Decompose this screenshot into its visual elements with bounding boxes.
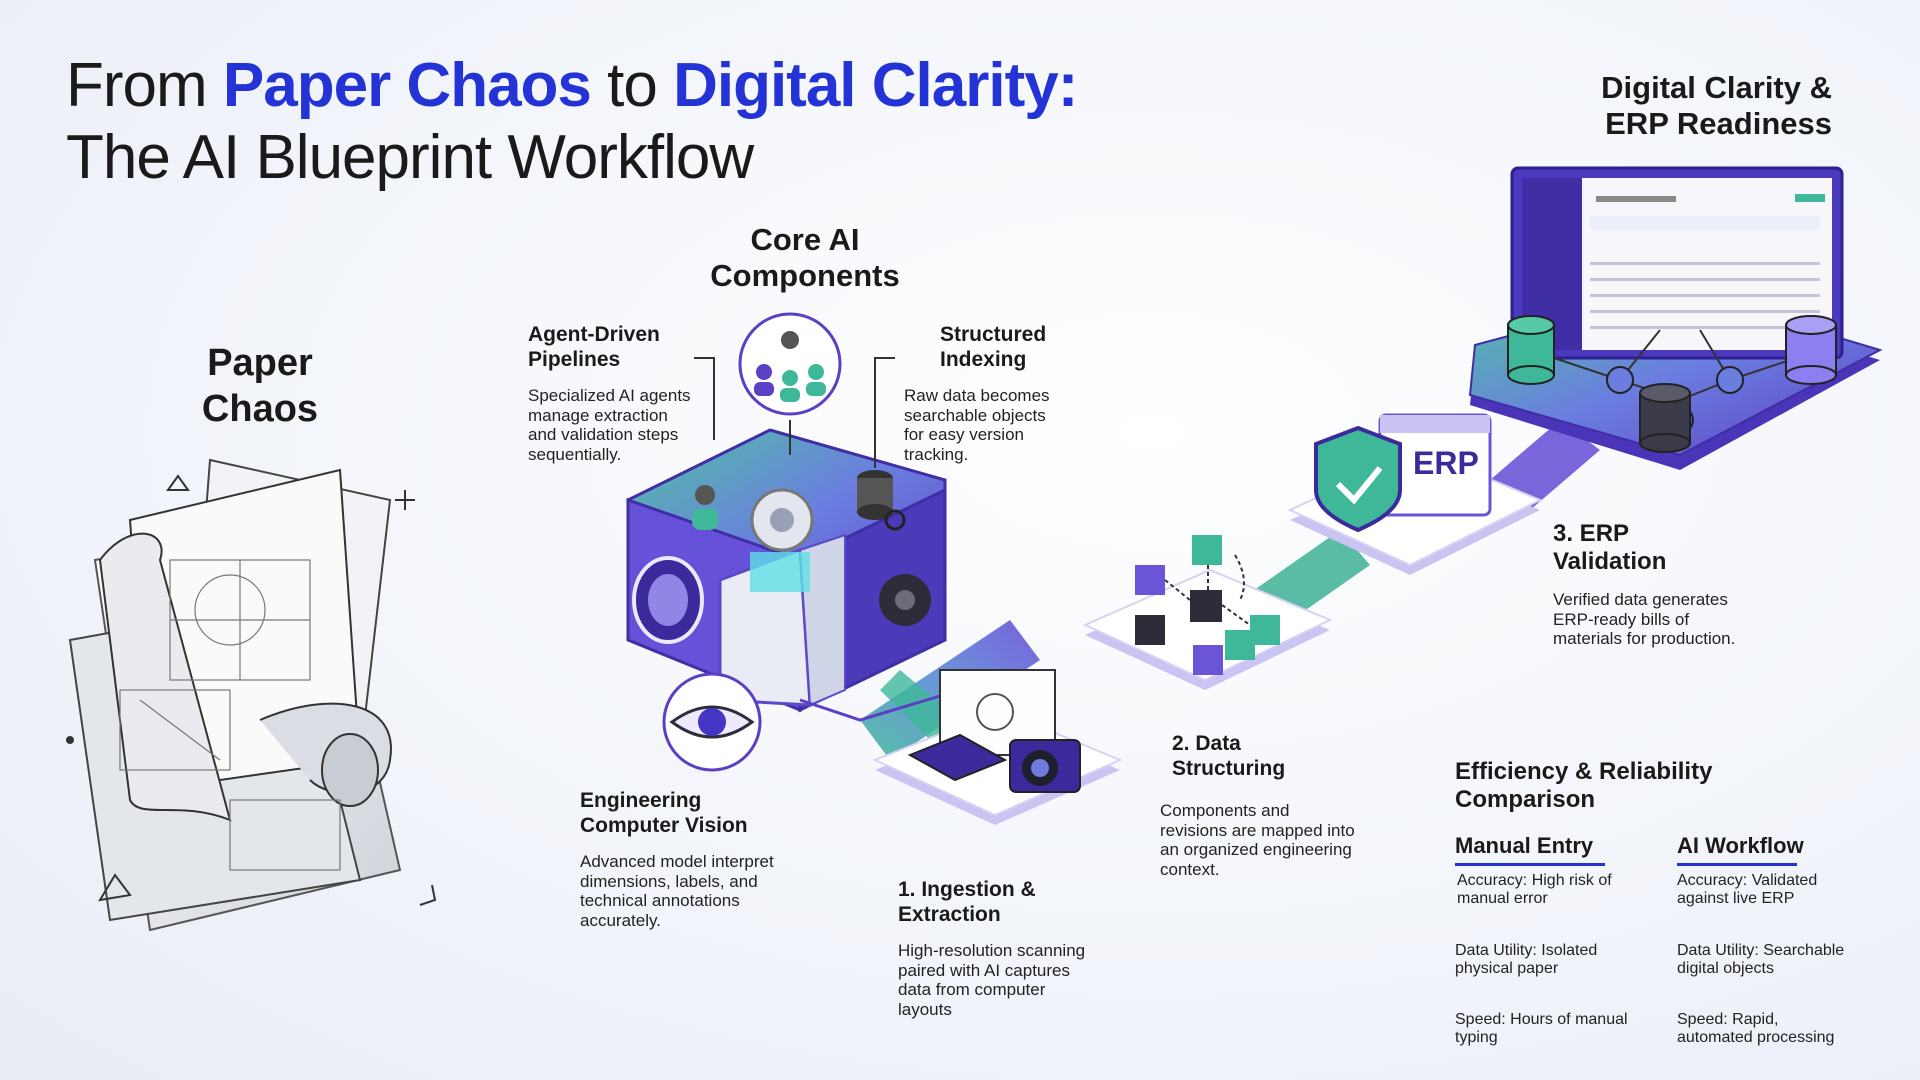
digital-clarity-heading: Digital Clarity & ERP Readiness [1601,70,1832,141]
step1-title: 1. Ingestion &Extraction [898,878,1036,926]
comparison-title: Efficiency & Reliability Comparison [1455,758,1713,813]
magnifier-icon [884,509,906,531]
team-icon [692,485,718,530]
team-icon [738,312,842,416]
ai-speed: Speed: Rapid,automated processing [1677,1011,1835,1046]
dashboard-screen-icon [1510,166,1844,360]
database-icon [1785,315,1837,385]
title-highlight-digital-clarity: Digital Clarity: [673,51,1078,120]
manual-underline [1455,863,1605,866]
title-highlight-paper-chaos: Paper Chaos [222,51,592,120]
page-title-line2: The AI Blueprint Workflow [66,123,754,192]
step1-block: 1. Ingestion &Extraction High-resolution… [898,877,1128,1019]
core-ai-cube [626,428,961,722]
manual-entry-header: Manual Entry [1455,833,1594,858]
core-ai-heading: Core AI Components [710,222,900,293]
database-icon [857,470,906,531]
database-icon [1507,315,1555,385]
camera-icon [1009,739,1081,793]
path-segment-3 [1490,420,1600,510]
digital-platform [1468,166,1883,470]
page-title-line1: From Paper Chaos to Digital Clarity: [66,51,1078,120]
gear-icon [879,574,931,626]
erp-platform [1287,413,1543,575]
erp-badge-label: ERP [1413,445,1479,481]
eye-icon [662,672,762,772]
ingestion-platform [872,669,1123,825]
ai-underline [1677,863,1797,866]
structuring-platform [1082,535,1333,690]
gear-icon [750,488,814,552]
ai-workflow-header: AI Workflow [1677,833,1804,858]
paper-chaos-heading: Paper Chaos [201,342,319,430]
shield-check-icon [1314,425,1402,533]
paper-stack-illustration [66,458,437,932]
database-icon [1639,383,1691,453]
